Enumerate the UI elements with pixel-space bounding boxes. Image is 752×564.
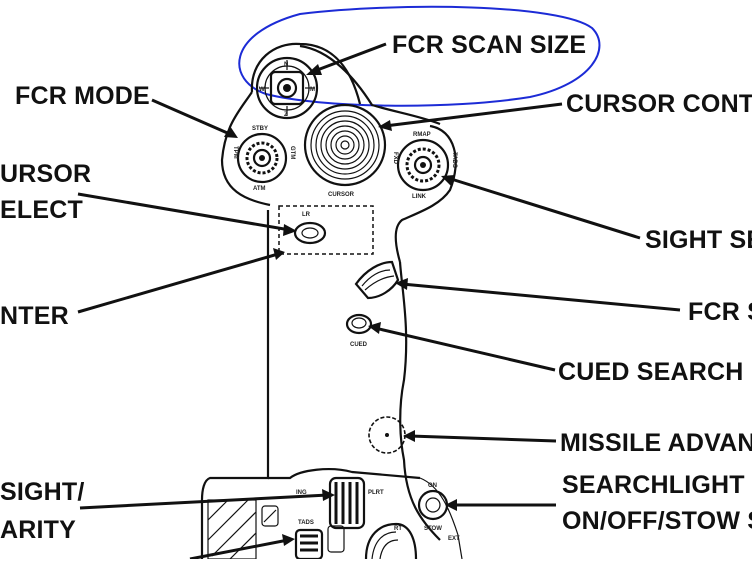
sight-mark-link: LINK <box>412 194 427 200</box>
label-sight-polarity-line1: SIGHT/ <box>0 478 85 506</box>
sight-select-switch[interactable] <box>396 138 450 192</box>
scan-mark-n: N <box>284 62 288 68</box>
mode-mark-stby: STBY <box>252 126 268 132</box>
label-center: NTER <box>0 302 69 330</box>
scan-mark-w: W <box>259 87 265 93</box>
scan-mark-m: M <box>310 87 315 93</box>
cued-mark: CUED <box>350 342 368 348</box>
mode-mark-gtm: GTM <box>289 146 295 159</box>
sight-mark-rmap: RMAP <box>413 132 431 138</box>
mode-mark-atm: ATM <box>253 186 266 192</box>
ing-mark: ING <box>296 490 307 496</box>
label-cursor-select-line2: ELECT <box>0 196 83 224</box>
label-missile-advance: MISSILE ADVAN <box>560 429 752 457</box>
label-searchlight-line1: SEARCHLIGHT <box>562 471 745 499</box>
leader-lines <box>77 42 681 561</box>
lower-housing <box>207 476 418 561</box>
mode-mark-tpm: TPM <box>232 146 238 159</box>
cursor-select-button[interactable] <box>293 221 327 245</box>
ext-mark: EXT <box>448 536 460 542</box>
fcr-mode-switch[interactable] <box>236 132 288 184</box>
fcr-scan-size-switch[interactable] <box>255 56 319 120</box>
label-cued-search: CUED SEARCH <box>558 358 744 386</box>
cursor-select-area <box>278 205 374 255</box>
rt-mark: RT <box>394 526 402 532</box>
searchlight-switch[interactable] <box>417 489 449 521</box>
label-sight-select: SIGHT SE <box>645 226 752 254</box>
label-fcr-scan-size: FCR SCAN SIZE <box>392 31 586 59</box>
cursor-mark: CURSOR <box>328 192 355 198</box>
fcr-scan-switch[interactable] <box>354 260 400 300</box>
cursor-control[interactable] <box>303 103 387 187</box>
label-sight-polarity-line2: ARITY <box>0 516 76 544</box>
label-fcr-mode: FCR MODE <box>15 82 150 110</box>
sight-mark-tads: TADS <box>451 152 457 168</box>
lr-mark: LR <box>302 212 311 218</box>
label-searchlight-line2: ON/OFF/STOW S <box>562 507 752 535</box>
label-cursor-select-line1: URSOR <box>0 160 91 188</box>
highlight-ellipse <box>238 5 601 107</box>
scan-mark-z: Z <box>284 112 288 118</box>
on-mark: ON <box>428 483 437 489</box>
stow-mark: STOW <box>424 526 442 532</box>
sight-mark-fxd: FXD <box>392 152 398 165</box>
label-cursor-control: CURSOR CONTR <box>566 90 752 118</box>
cued-search-button[interactable] <box>345 313 373 335</box>
grip-outline <box>200 42 463 560</box>
tads-lower-mark: TADS <box>298 520 314 526</box>
label-fcr-scan: FCR S <box>688 298 752 326</box>
plrt-mark: PLRT <box>368 490 384 496</box>
